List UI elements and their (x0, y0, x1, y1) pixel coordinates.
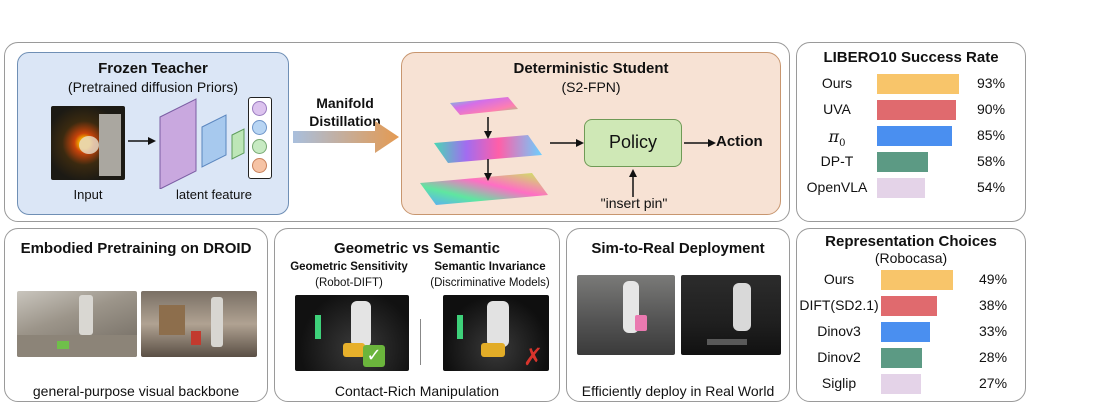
sim-panel: Sim-to-Real Deployment Efficiently deplo… (566, 228, 790, 402)
bar-row-2: Dinov3 33% (797, 321, 1025, 343)
geo-left-sub: (Robot-DIFT) (315, 277, 383, 289)
bar-row-0: Ours 93% (797, 73, 1025, 95)
latent-feature-label: latent feature (176, 187, 252, 202)
bar (877, 126, 952, 146)
robocasa-chart-area: Ours 49% DIFT(SD2.1) 38% Dinov3 33% Dinov2 28% S… (797, 267, 1025, 403)
input-image (51, 106, 125, 180)
robocasa-chart-title: Representation Choices (825, 233, 997, 250)
bar-label: Dinov2 (817, 349, 861, 365)
bar-value-label: 58% (977, 153, 1006, 169)
bar-value-label: 93% (977, 75, 1006, 91)
bar-row-2: π0 85% (797, 125, 1025, 149)
geo-panel: Geometric vs Semantic Geometric Sensitiv… (274, 228, 560, 402)
bar (881, 348, 923, 368)
bar-label: Siglip (821, 375, 857, 391)
bar (881, 322, 930, 342)
sim-image-1 (577, 275, 675, 355)
bar-label: Dinov3 (817, 323, 861, 339)
droid-title: Embodied Pretraining on DROID (20, 240, 252, 257)
libero-chart-title: LIBERO10 Success Rate (823, 49, 999, 66)
bar-label: DIFT(SD2.1) (799, 297, 879, 313)
sim-title: Sim-to-Real Deployment (591, 240, 765, 257)
bar-value-label: 33% (979, 323, 1008, 339)
overview-panel: Frozen Teacher (Pretrained diffusion Pri… (4, 42, 790, 222)
bar-value-label: 54% (977, 179, 1006, 195)
bar-row-3: DP-T 58% (797, 151, 1025, 173)
student-title: Deterministic Student (513, 60, 669, 77)
bar-label: DP-T (820, 153, 854, 169)
bar-value-label: 85% (977, 127, 1006, 143)
distill-arrow (293, 121, 399, 153)
droid-image-2 (141, 291, 257, 357)
bar (881, 270, 954, 290)
distill-label-line2: Distillation (309, 113, 381, 129)
bar (877, 152, 929, 172)
bar-row-4: OpenVLA 54% (797, 177, 1025, 199)
prompt-label: "insert pin" (600, 195, 668, 211)
bar-value-label: 49% (979, 271, 1008, 287)
bar-value-label: 28% (979, 349, 1008, 365)
student-subtitle: (S2-FPN) (561, 79, 621, 95)
bar-row-0: Ours 49% (797, 269, 1025, 291)
bar-value-label: 90% (977, 101, 1006, 117)
bar-value-label: 27% (979, 375, 1008, 391)
arrow-to-action (684, 139, 716, 147)
policy-block: Policy (584, 119, 682, 167)
geo-right-title: Semantic Invariance (434, 261, 546, 273)
bar-label: Ours (821, 75, 853, 91)
droid-caption: general-purpose visual backbone (32, 383, 240, 399)
libero-chart-area: Ours 93% UVA 90% π0 85% DP-T 58% OpenVLA 54% (797, 73, 1025, 223)
arrow-to-policy (550, 139, 584, 147)
geo-left-title: Geometric Sensitivity (290, 261, 408, 273)
bar (877, 100, 957, 120)
geo-divider (420, 319, 422, 365)
arrow-from-prompt (629, 169, 637, 197)
robocasa-chart-panel: Representation Choices (Robocasa) Ours 49… (796, 228, 1026, 402)
bar-row-1: UVA 90% (797, 99, 1025, 121)
geo-right-image (443, 295, 549, 371)
bar-value-label: 38% (979, 297, 1008, 313)
feature-vector (248, 97, 272, 179)
sim-caption: Efficiently deploy in Real World (581, 383, 775, 399)
bar-row-1: DIFT(SD2.1) 38% (797, 295, 1025, 317)
bar-row-3: Dinov2 28% (797, 347, 1025, 369)
action-label: Action (716, 133, 763, 150)
teacher-title: Frozen Teacher (98, 60, 208, 77)
bar (881, 296, 937, 316)
geo-left-image (295, 295, 409, 371)
teacher-subtitle: (Pretrained diffusion Priors) (67, 79, 239, 95)
check-icon: ✓ (363, 345, 385, 367)
bar (877, 178, 925, 198)
geo-caption: Contact-Rich Manipulation (334, 383, 500, 399)
bar-label: UVA (823, 101, 851, 117)
policy-label: Policy (608, 132, 657, 152)
bar-label: OpenVLA (806, 179, 868, 195)
bar-label: Ours (823, 271, 855, 287)
robocasa-chart-subtitle: (Robocasa) (874, 250, 948, 266)
student-box: Deterministic Student (S2-FPN) (401, 52, 781, 215)
bar (881, 374, 921, 394)
libero-chart-panel: LIBERO10 Success Rate Ours 93% UVA 90% π0 85%… (796, 42, 1026, 222)
input-label: Input (73, 187, 103, 202)
latent-feature-stack (128, 98, 245, 189)
droid-panel: Embodied Pretraining on DROID general-pu… (4, 228, 268, 402)
droid-image-1 (17, 291, 137, 357)
geo-right-sub: (Discriminative Models) (430, 277, 550, 289)
sim-image-2 (681, 275, 781, 355)
teacher-box: Frozen Teacher (Pretrained diffusion Pri… (17, 52, 289, 215)
bar (877, 74, 959, 94)
bar-row-4: Siglip 27% (797, 373, 1025, 395)
feature-maps (420, 97, 548, 205)
bar-label: π0 (828, 127, 846, 149)
cross-icon: ✗ (522, 343, 544, 371)
geo-title: Geometric vs Semantic (334, 240, 500, 257)
distill-label-line1: Manifold (316, 95, 374, 111)
